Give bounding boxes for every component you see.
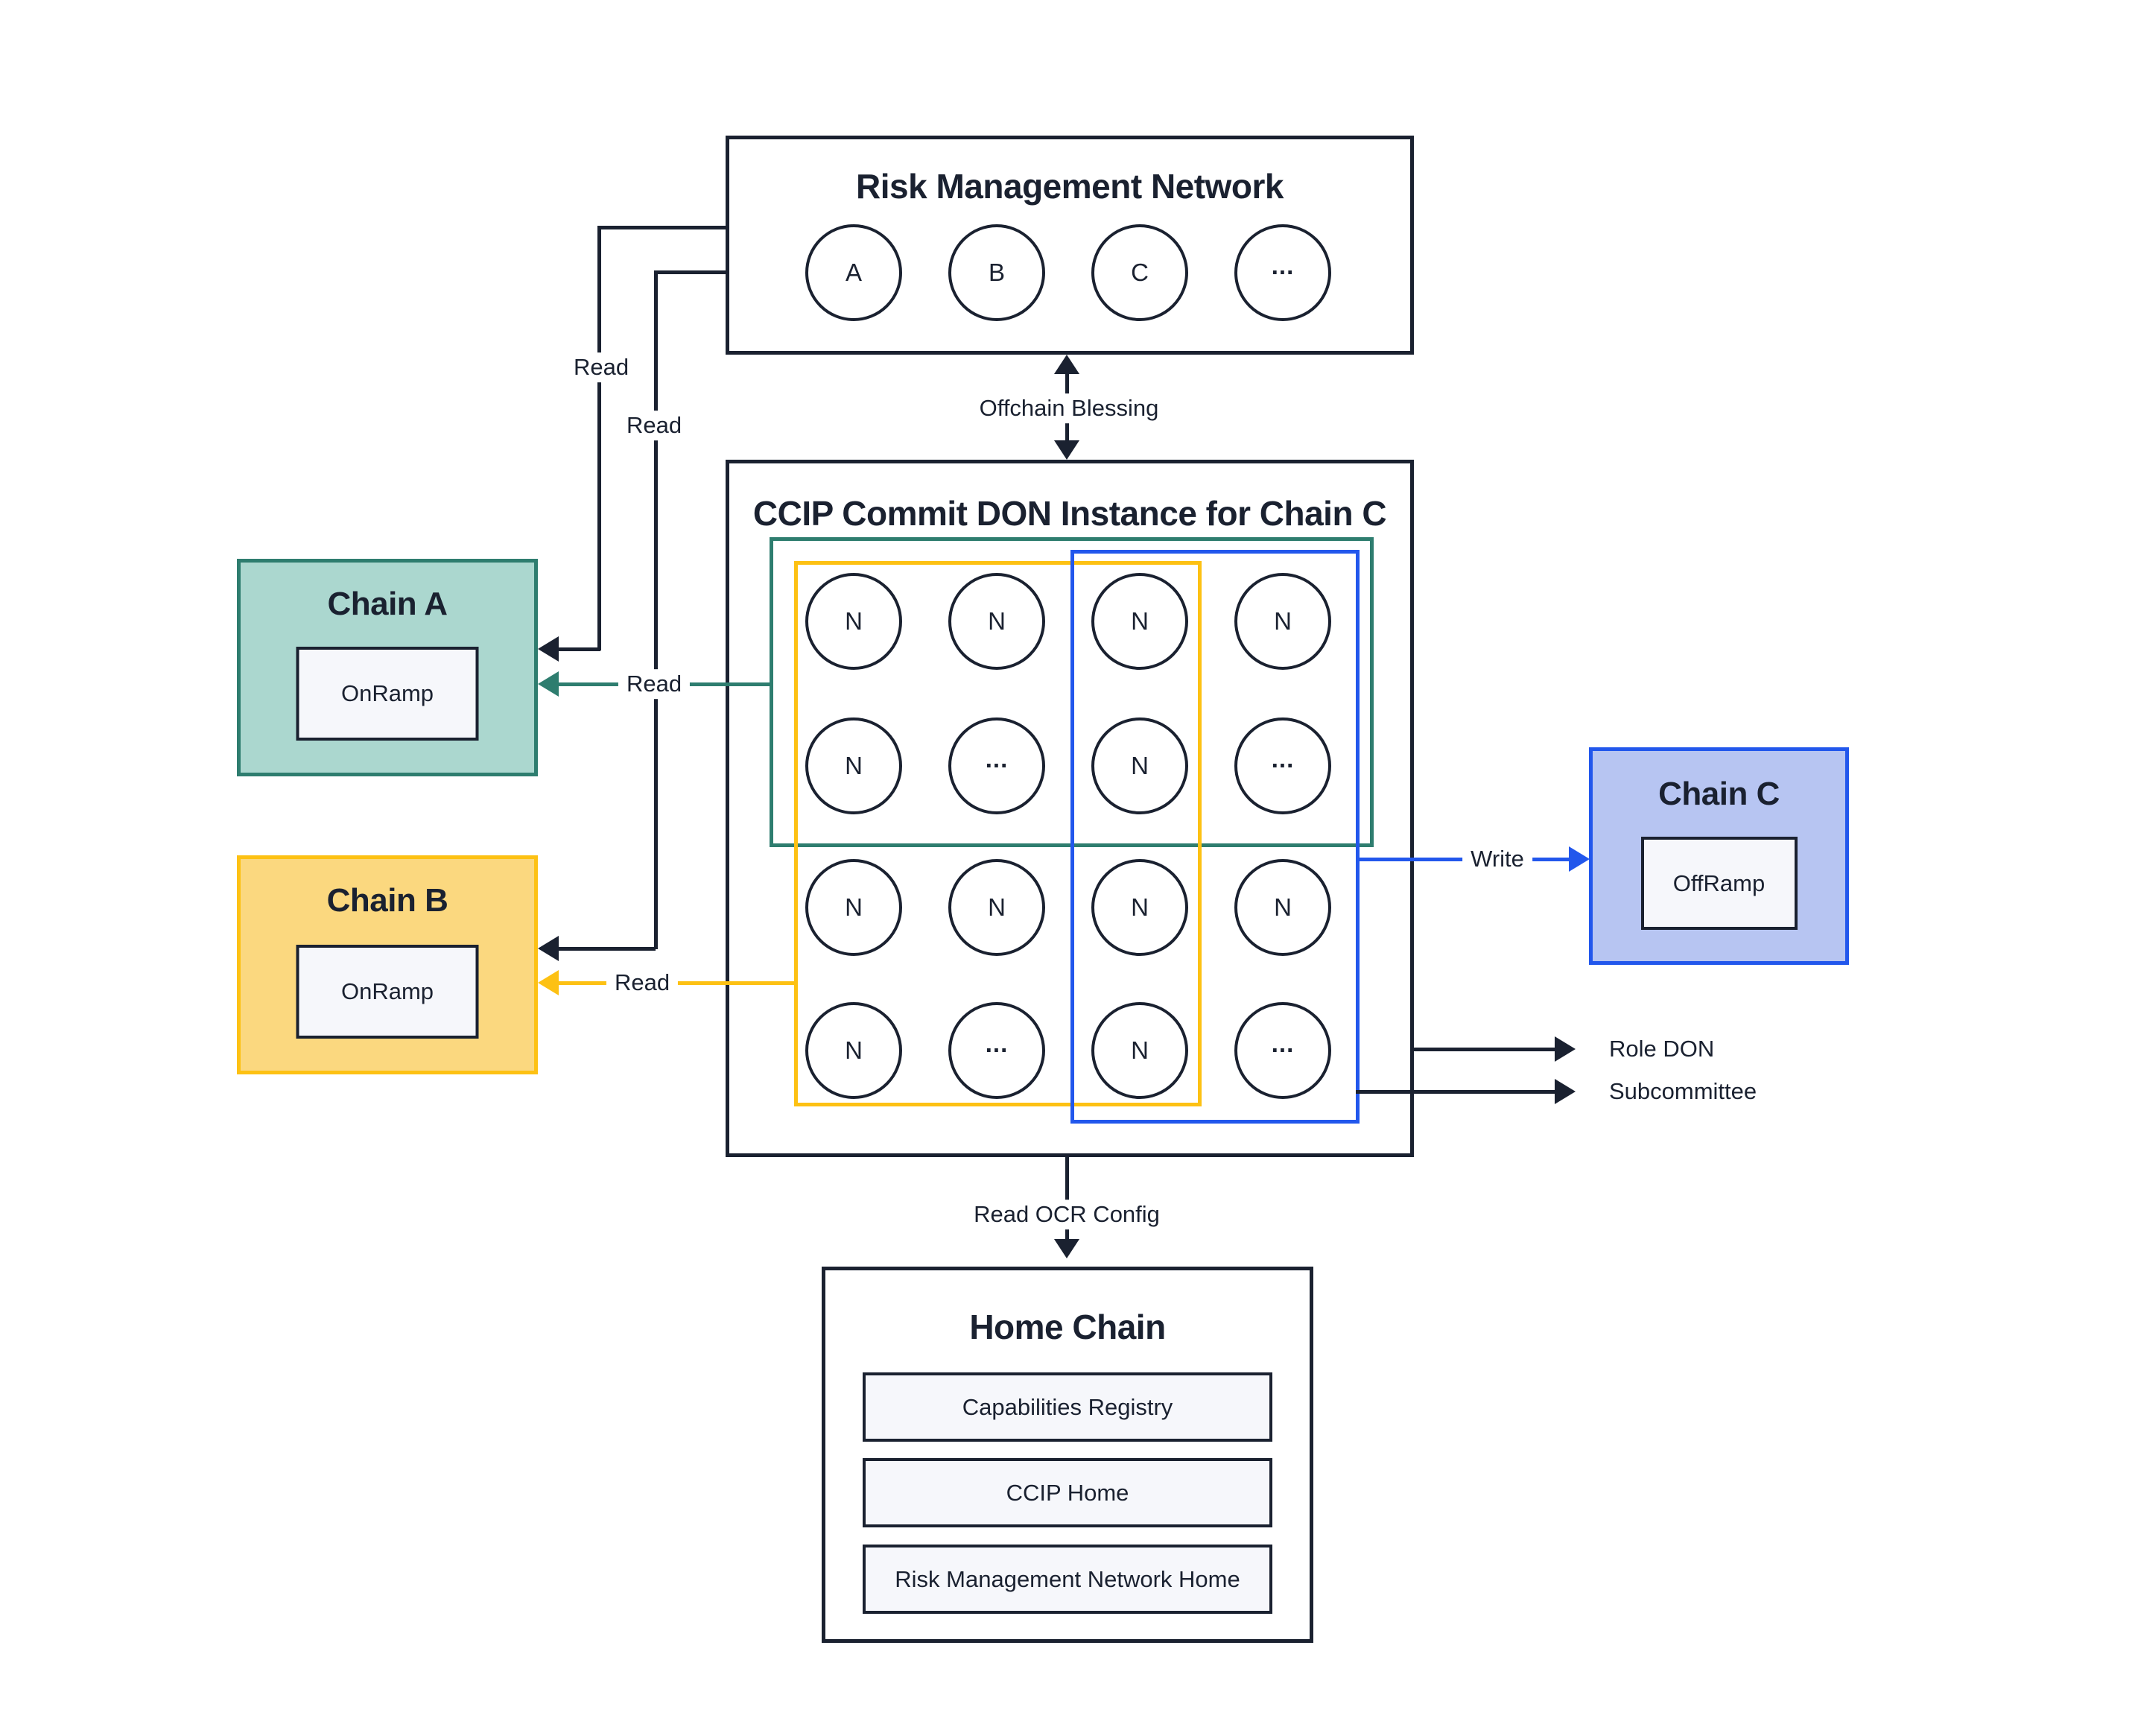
rmn-node-b-label: B [988,259,1005,286]
read-label-rmn-chain-b: Read [618,411,691,440]
don-node: ... [948,1002,1045,1099]
don-node-label: N [1131,1036,1149,1064]
don-to-chain-a-arrowhead-icon [538,671,559,697]
chain-c-offramp-label: OffRamp [1672,869,1766,896]
rmn-node-b: B [948,224,1045,321]
rmn-to-chain-a-connector [599,226,727,229]
don-node-label: N [1131,607,1149,635]
offchain-blessing-label: Offchain Blessing [971,393,1167,423]
don-to-chain-b-arrowhead-icon [538,970,559,995]
chain-b-box: Chain B OnRamp [237,855,538,1074]
rmn-to-chain-b-arrowhead-icon [538,936,559,961]
rmn-to-chain-a-connector [551,647,600,651]
don-node-label: N [1131,893,1149,921]
rmn-to-chain-b-connector [656,270,727,274]
don-node-label: N [845,607,863,635]
chain-c-writer-subset-rect [1070,550,1360,1124]
read-label-rmn-chain-a: Read [565,352,638,382]
rmn-node-a: A [805,224,902,321]
rmn-node-c-label: C [1131,259,1149,286]
rmn-home-panel: Risk Management Network Home [863,1545,1272,1614]
chain-b-onramp-panel: OnRamp [296,945,479,1039]
offchain-blessing-up-arrowhead-icon [1054,355,1079,374]
don-node: ... [1234,717,1331,814]
chain-c-title: Chain C [1658,776,1780,812]
don-node-label: N [1274,607,1292,635]
chain-c-box: Chain C OffRamp [1589,747,1849,965]
subcommittee-connector [1356,1090,1555,1094]
don-node-label: N [1274,893,1292,921]
ccip-commit-don-title: CCIP Commit DON Instance for Chain C [752,494,1387,533]
don-node-label: ... [985,745,1009,773]
role-don-connector [1413,1048,1555,1051]
read-label-don-chain-b: Read [606,968,679,998]
read-label-don-chain-a: Read [618,669,691,699]
don-to-chain-c-arrowhead-icon [1569,846,1590,872]
don-node-label: N [988,607,1006,635]
don-node: N [805,717,902,814]
don-node: N [948,573,1045,670]
don-node-label: ... [985,1030,1009,1057]
don-node: N [948,859,1045,956]
don-node: N [1091,859,1188,956]
don-node: ... [1234,1002,1331,1099]
rmn-home-label: Risk Management Network Home [895,1565,1240,1592]
rmn-to-chain-b-connector [654,270,658,949]
don-node: N [805,1002,902,1099]
rmn-node-c: C [1091,224,1188,321]
read-ocr-config-connector [1065,1157,1069,1239]
don-node-label: N [845,752,863,779]
don-node-label: ... [1271,745,1295,773]
subcommittee-label: Subcommittee [1601,1077,1766,1106]
chain-b-reader-subset-rect [794,561,1202,1106]
don-node: N [1091,573,1188,670]
don-node: N [1091,1002,1188,1099]
rmn-to-chain-b-connector [551,947,656,951]
don-node-label: N [1131,752,1149,779]
risk-management-network-title: Risk Management Network [856,167,1284,206]
offchain-blessing-down-arrowhead-icon [1054,440,1079,460]
subcommittee-arrowhead-icon [1555,1079,1576,1104]
chain-a-box: Chain A OnRamp [237,559,538,776]
read-ocr-config-arrowhead-icon [1054,1239,1079,1258]
don-node: ... [948,717,1045,814]
chain-a-title: Chain A [327,586,448,622]
home-chain-box: Home Chain Capabilities Registry CCIP Ho… [822,1267,1313,1643]
don-node-label: ... [1271,1030,1295,1057]
read-ocr-config-label: Read OCR Config [965,1200,1168,1229]
role-don-arrowhead-icon [1555,1036,1576,1062]
don-node-label: N [845,1036,863,1064]
capabilities-registry-label: Capabilities Registry [962,1393,1173,1420]
rmn-node-more: ... [1234,224,1331,321]
don-node: N [1234,573,1331,670]
risk-management-network-box: Risk Management Network A B C ... [726,136,1414,355]
don-node: N [805,573,902,670]
don-node: N [1234,859,1331,956]
chain-c-offramp-panel: OffRamp [1640,837,1798,930]
rmn-node-more-label: ... [1271,252,1295,279]
write-label: Write [1462,844,1532,874]
rmn-to-chain-a-connector [597,226,601,650]
chain-b-onramp-label: OnRamp [340,978,434,1004]
rmn-to-chain-a-arrowhead-icon [538,636,559,662]
capabilities-registry-panel: Capabilities Registry [863,1372,1272,1442]
chain-a-onramp-label: OnRamp [340,680,434,706]
home-chain-title: Home Chain [969,1308,1166,1346]
don-node-label: N [845,893,863,921]
role-don-label: Role DON [1601,1034,1723,1064]
don-node-label: N [988,893,1006,921]
ccip-home-panel: CCIP Home [863,1458,1272,1527]
don-node: N [805,859,902,956]
chain-b-title: Chain B [326,882,448,919]
chain-a-onramp-panel: OnRamp [296,647,479,741]
don-node: N [1091,717,1188,814]
ccip-home-label: CCIP Home [1006,1479,1129,1506]
ccip-commit-don-box: CCIP Commit DON Instance for Chain C N N… [726,460,1414,1157]
rmn-node-a-label: A [845,259,862,286]
